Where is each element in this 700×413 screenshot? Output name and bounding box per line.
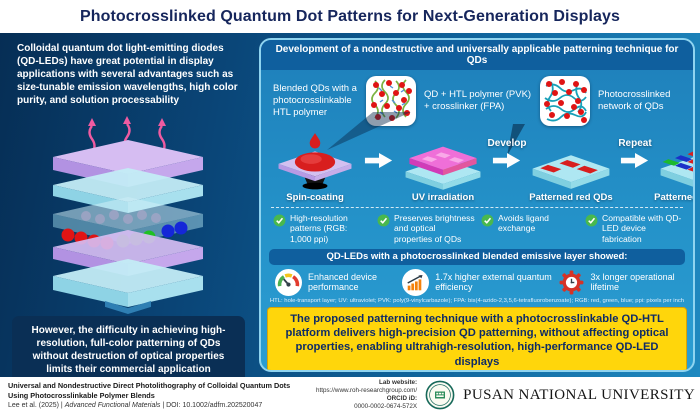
stat-label: Enhanced device performance bbox=[308, 271, 378, 293]
stat-label: 3x longer operational lifetime bbox=[590, 271, 675, 293]
dashed-divider bbox=[271, 207, 683, 208]
paper-title: Universal and Nondestructive Direct Phot… bbox=[8, 381, 291, 400]
left-column: Colloidal quantum dot light-emitting dio… bbox=[0, 33, 256, 384]
stats-row: Enhanced device performance 1.7x higher … bbox=[261, 265, 693, 296]
mix-label: QD + HTL polymer (PVK) + crosslinker (FP… bbox=[424, 89, 532, 112]
gauge-icon bbox=[275, 268, 302, 296]
develop-label: Develop bbox=[487, 138, 527, 149]
spin-coating-icon bbox=[278, 133, 352, 190]
step-label: Spin-coating bbox=[286, 192, 344, 203]
citation-line: Lee et al. (2025) | Advanced Functional … bbox=[8, 402, 308, 409]
step-uv-irradiation: UV irradiation bbox=[395, 130, 491, 203]
process-row: Spin-coating bbox=[261, 128, 693, 203]
abbreviations-footnote: HTL: hole-transport layer; UV: ultraviol… bbox=[269, 297, 685, 304]
process-arrow-develop: Develop bbox=[488, 138, 526, 170]
intro-text: Colloidal quantum dot light-emitting dio… bbox=[17, 43, 238, 106]
benefit-item: Avoids ligand exchange bbox=[481, 213, 579, 234]
conclusion-banner: The proposed patterning technique with a… bbox=[267, 306, 687, 370]
gear-clock-icon bbox=[559, 270, 583, 295]
crosslinked-network-icon bbox=[540, 76, 591, 126]
process-arrow-repeat: Repeat bbox=[618, 138, 652, 170]
panel-header: Development of a nondestructive and univ… bbox=[261, 40, 693, 70]
stat-label: 1.7x higher external quantum efficiency bbox=[435, 271, 552, 293]
repeat-label: Repeat bbox=[618, 138, 652, 149]
emission-arrowheads bbox=[88, 116, 166, 126]
citation-authors: Lee et al. (2025) | bbox=[8, 401, 65, 409]
header: Photocrosslinked Quantum Dot Patterns fo… bbox=[0, 0, 700, 33]
layer-bottom-cyan bbox=[53, 259, 203, 307]
step-label: Patterned red QDs bbox=[529, 192, 613, 203]
step-label: UV irradiation bbox=[411, 192, 475, 203]
patterned-rgb-icon bbox=[660, 151, 693, 187]
embedded-dots bbox=[81, 210, 161, 224]
benefit-label: Preserves brightness and optical propert… bbox=[394, 213, 475, 244]
technique-panel: Development of a nondestructive and univ… bbox=[259, 38, 695, 372]
bar-chart-icon bbox=[402, 268, 430, 296]
footer: Universal and Nondestructive Direct Phot… bbox=[0, 377, 700, 413]
citation-block: Universal and Nondestructive Direct Phot… bbox=[8, 381, 308, 408]
patterned-red-icon bbox=[532, 155, 610, 189]
citation-doi: | DOI: 10.1002/adfm.202520047 bbox=[160, 401, 263, 409]
benefit-item: Preserves brightness and optical propert… bbox=[377, 213, 475, 244]
citation-journal: Advanced Functional Materials bbox=[64, 401, 161, 409]
process-arrow bbox=[363, 151, 395, 170]
step-label: Patterned RGB QDs bbox=[654, 192, 695, 203]
stat-item: Enhanced device performance bbox=[275, 268, 402, 296]
university-name: PUSAN NATIONAL UNIVERSITY bbox=[463, 386, 696, 403]
page-title: Photocrosslinked Quantum Dot Patterns fo… bbox=[79, 7, 621, 25]
qdled-stack-svg bbox=[53, 116, 203, 307]
check-icon bbox=[481, 214, 494, 227]
network-label: Photocrosslinked network of QDs bbox=[598, 89, 671, 112]
main-graphic: Colloidal quantum dot light-emitting dio… bbox=[0, 33, 700, 384]
uv-irradiation-icon bbox=[405, 146, 481, 190]
benefit-label: Compatible with QD-LED device fabricatio… bbox=[602, 213, 682, 244]
stat-item: 3x longer operational lifetime bbox=[558, 269, 679, 296]
step-patterned-rgb: Patterned RGB QDs bbox=[651, 130, 695, 203]
university-seal-logo bbox=[425, 380, 455, 410]
results-header: QD-LEDs with a photocrosslinked blended … bbox=[269, 248, 685, 265]
stat-item: 1.7x higher external quantum efficiency bbox=[402, 268, 557, 296]
benefit-label: Avoids ligand exchange bbox=[498, 213, 549, 234]
materials-row: Blended QDs with a photocrosslinkable HT… bbox=[261, 70, 693, 128]
lab-info: Lab website: https://www.roh-researchgro… bbox=[316, 379, 417, 412]
check-icon bbox=[273, 214, 286, 227]
step-spin-coating: Spin-coating bbox=[267, 130, 363, 203]
check-icon bbox=[377, 214, 390, 227]
check-icon bbox=[585, 214, 598, 227]
blend-label: Blended QDs with a photocrosslinkable HT… bbox=[273, 83, 357, 118]
lab-website-label: Lab website: bbox=[379, 378, 418, 386]
step-patterned-red: Patterned red QDs bbox=[523, 130, 619, 203]
qdled-stack-illustration bbox=[28, 113, 228, 311]
lab-website-link[interactable]: https://www.roh-researchgroup.com/ bbox=[316, 386, 418, 394]
benefit-item: Compatible with QD-LED device fabricatio… bbox=[585, 213, 683, 244]
orcid-label: ORCID iD: bbox=[386, 395, 418, 402]
blended-mixture-icon bbox=[366, 76, 416, 126]
benefit-label: High-resolution patterns (RGB: 1,000 ppi… bbox=[290, 213, 348, 244]
benefits-row: High-resolution patterns (RGB: 1,000 ppi… bbox=[261, 210, 693, 246]
problem-statement: However, the difficulty in achieving hig… bbox=[12, 316, 245, 384]
benefit-item: High-resolution patterns (RGB: 1,000 ppi… bbox=[273, 213, 371, 244]
orcid-value: 0000-0002-0674-572X bbox=[354, 403, 418, 411]
